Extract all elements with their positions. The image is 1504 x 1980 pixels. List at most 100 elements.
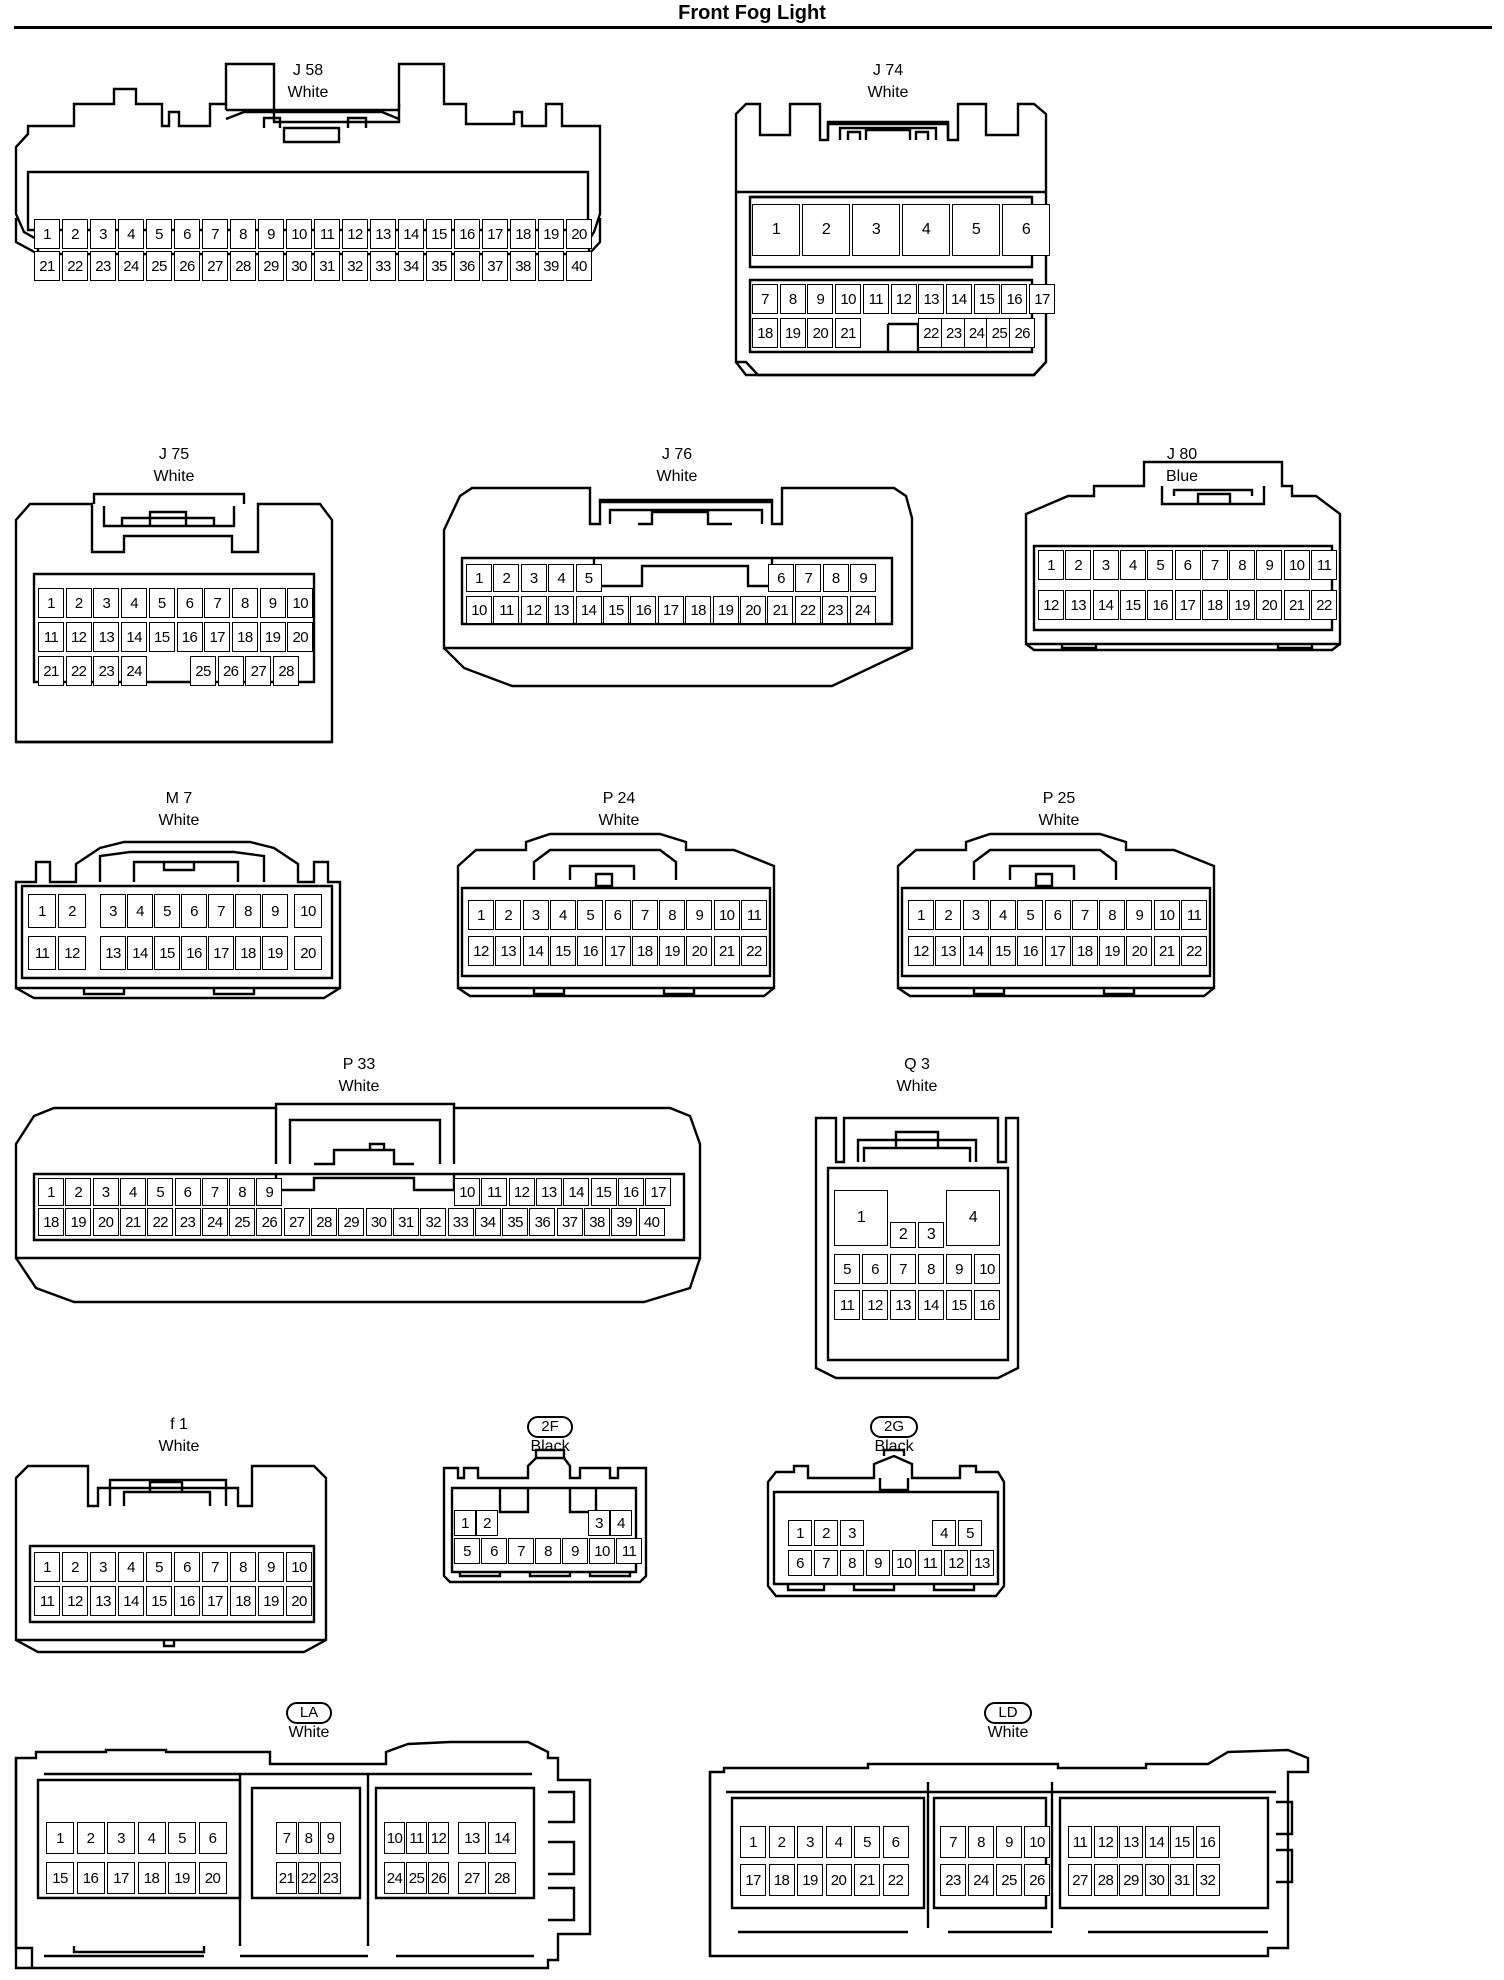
pin-29: 29 (258, 251, 284, 281)
pin-3: 3 (852, 204, 900, 256)
connector-id: LD (708, 1702, 1308, 1724)
connector-id: 2G (764, 1416, 1024, 1438)
connector-housing (708, 1748, 1310, 1958)
pin-21: 21 (276, 1862, 297, 1894)
pin-8: 8 (535, 1538, 561, 1564)
pin-7: 7 (276, 1822, 297, 1854)
housing-outline (132, 860, 240, 882)
pin-17: 17 (1174, 590, 1201, 620)
pin-2: 2 (65, 1178, 92, 1206)
pin-10: 10 (384, 1822, 405, 1854)
pin-7: 7 (208, 894, 234, 928)
housing-outline (730, 1796, 926, 1910)
pin-13: 13 (90, 1586, 116, 1616)
housing-outline (20, 884, 334, 980)
pin-16: 16 (617, 1178, 644, 1206)
pin-11: 11 (1311, 550, 1337, 580)
pin-18: 18 (685, 596, 712, 624)
pin-15: 15 (946, 1290, 972, 1320)
connector-color: White (287, 84, 329, 101)
pin-12: 12 (62, 1586, 88, 1616)
connector-color: White (598, 812, 640, 829)
pin-7: 7 (795, 564, 822, 592)
housing-outline (460, 886, 772, 978)
pin-18: 18 (230, 1586, 256, 1616)
pin-18: 18 (1201, 590, 1228, 620)
pin-13: 13 (370, 219, 396, 249)
pin-1: 1 (908, 900, 934, 930)
pin-7: 7 (752, 284, 778, 314)
pin-9: 9 (256, 1178, 283, 1206)
pin-19: 19 (659, 936, 686, 966)
pin-4: 4 (989, 900, 1016, 930)
housing-outline (1032, 544, 1334, 632)
pin-28: 28 (273, 656, 300, 686)
pin-3: 3 (962, 900, 989, 930)
pin-31: 31 (1170, 1864, 1194, 1896)
pin-10: 10 (892, 1550, 916, 1576)
pin-20: 20 (287, 622, 314, 652)
pin-13: 13 (970, 1550, 994, 1576)
pin-27: 27 (245, 656, 272, 686)
pin-21: 21 (835, 318, 862, 348)
pin-19: 19 (538, 219, 564, 249)
pin-6: 6 (1174, 550, 1201, 580)
pin-28: 28 (311, 1208, 337, 1236)
housing-outline (532, 848, 678, 880)
pin-33: 33 (370, 251, 396, 281)
housing-outline (897, 987, 1215, 998)
pin-5: 5 (454, 1538, 480, 1564)
pin-2: 2 (476, 1510, 498, 1536)
pin-10: 10 (1024, 1826, 1050, 1858)
pin-6: 6 (788, 1550, 812, 1576)
pin-22: 22 (298, 1862, 319, 1894)
pin-1: 1 (28, 894, 56, 928)
housing-outline (1024, 460, 1342, 646)
pin-5: 5 (147, 1178, 174, 1206)
pin-2: 2 (62, 219, 88, 249)
pin-20: 20 (740, 596, 766, 624)
pin-3: 3 (588, 1510, 610, 1536)
pin-6: 6 (198, 1822, 227, 1854)
pin-10: 10 (286, 219, 312, 249)
pin-22: 22 (794, 596, 821, 624)
pin-5: 5 (952, 204, 1000, 256)
pin-20: 20 (294, 936, 322, 970)
pin-2: 2 (802, 204, 850, 256)
pin-9: 9 (258, 1552, 284, 1582)
pin-13: 13 (1119, 1826, 1143, 1858)
pin-31: 31 (314, 251, 340, 281)
housing-outline (708, 1748, 1310, 1958)
pin-12: 12 (65, 622, 92, 652)
connector-color: White (987, 1724, 1029, 1741)
connector-housing (14, 840, 342, 1000)
pin-21: 21 (1153, 936, 1180, 966)
housing-outline (98, 850, 266, 882)
pin-23: 23 (940, 1864, 966, 1896)
pin-14: 14 (1092, 590, 1119, 620)
pin-3: 3 (92, 1178, 119, 1206)
pin-19: 19 (168, 1862, 196, 1894)
pin-20: 20 (566, 219, 592, 249)
pin-1: 1 (834, 1190, 888, 1246)
pin-8: 8 (298, 1822, 319, 1854)
pin-24: 24 (963, 318, 990, 348)
pin-36: 36 (529, 1208, 556, 1236)
pin-29: 29 (338, 1208, 365, 1236)
pin-16: 16 (181, 936, 207, 970)
housing-outline (368, 1142, 386, 1150)
housing-outline (442, 1456, 648, 1584)
pin-21: 21 (713, 936, 740, 966)
connector-id: J 80 (1166, 446, 1198, 463)
connector-housing (14, 62, 602, 256)
pin-22: 22 (741, 936, 767, 966)
pin-3: 3 (90, 1552, 116, 1582)
connector-housing (734, 102, 1048, 377)
pin-19: 19 (262, 936, 288, 970)
housing-outline (442, 486, 914, 650)
pin-6: 6 (174, 219, 200, 249)
pin-37: 37 (482, 251, 508, 281)
pin-10: 10 (974, 1254, 1000, 1284)
